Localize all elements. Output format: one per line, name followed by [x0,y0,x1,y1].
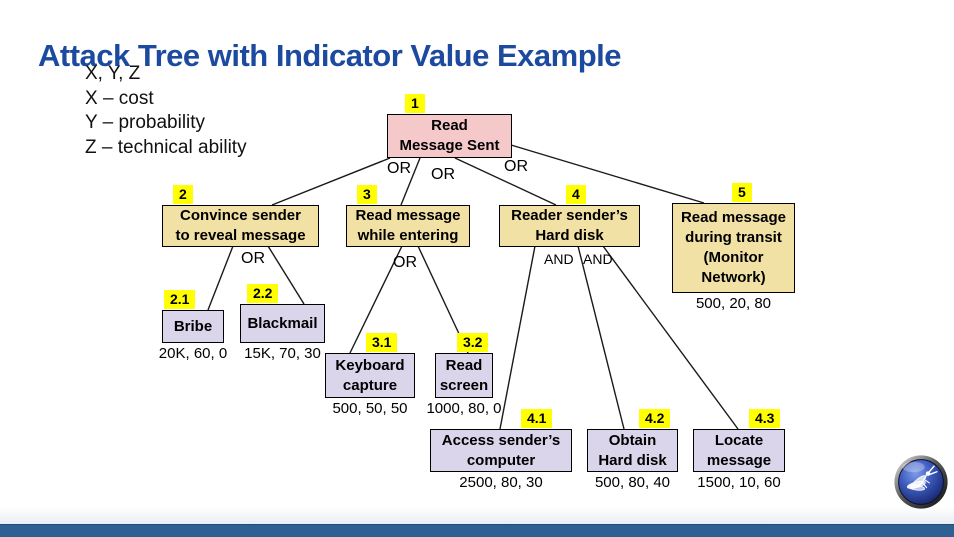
edge-1-4 [454,157,557,206]
node-4-2-label: Obtain Hard disk [598,431,667,469]
node-5-values: 500, 20, 80 [695,295,772,312]
node-1-tag: 1 [405,94,425,113]
node-4-2-values: 500, 80, 40 [594,474,671,491]
node-4-1-tag: 4.1 [521,409,553,428]
node-3-2-values: 1000, 80, 0 [426,400,502,417]
edge-4-43 [602,245,739,430]
footer-bar [0,524,954,537]
node-2-1-values: 20K, 60, 0 [158,345,228,362]
node-3-label: Read message while entering [355,207,461,244]
node-3-2-label: Read screen [439,356,489,394]
node-2: 2 Convince sender to reveal message [162,185,319,247]
node-4-2-tag: 4.2 [639,409,671,428]
node-1: 1 Read Message Sent [387,94,512,158]
node-3-2: 3.2 Read screen 1000, 80, 0 [426,333,502,417]
edge-1-3 [400,157,421,206]
node-3-2-tag: 3.2 [457,333,489,352]
node-2-label: Convince sender to reveal message [175,207,306,244]
node-4: 4 Reader sender’s Hard disk [499,185,640,247]
edge-1-5 [510,144,705,204]
edge-label-or-node3: OR [393,254,417,271]
edge-2-21 [207,245,234,311]
legend: X, Y, Z X – cost Y – probability Z – tec… [85,62,247,160]
node-4-3-tag: 4.3 [749,409,781,428]
node-2-2-values: 15K, 70, 30 [244,345,321,362]
edge-4-41 [499,245,536,430]
edge-label-or-2: OR [431,166,455,183]
node-4-1: 4.1 Access sender’s computer 2500, 80, 3… [430,409,572,491]
edge-label-or-1: OR [387,160,411,177]
edge-label-or-node2: OR [241,250,265,267]
node-3-1-values: 500, 50, 50 [332,400,408,417]
node-4-1-label: Access sender’s computer [441,431,561,469]
legend-line-probability: Y – probability [85,112,206,133]
node-5: 5 Read message during transit (Monitor N… [672,183,795,312]
node-5-tag: 5 [732,183,752,202]
node-3-1-tag: 3.1 [366,333,398,352]
legend-line-cost: X – cost [85,87,154,109]
node-2-1: 2.1 Bribe 20K, 60, 0 [159,290,227,362]
node-4-tag: 4 [566,185,586,204]
edge-3-31 [349,245,403,354]
node-4-3-values: 1500, 10, 60 [697,474,781,491]
node-3: 3 Read message while entering [346,185,470,247]
node-4-3: 4.3 Locate message 1500, 10, 60 [693,409,785,491]
node-2-2-tag: 2.2 [247,284,279,303]
node-4-2: 4.2 Obtain Hard disk 500, 80, 40 [587,409,678,491]
edge-2-22 [267,245,305,305]
legend-line-xyz: X, Y, Z [85,63,141,84]
legend-line-technical-ability: Z – technical ability [85,136,247,158]
edge-label-or-3: OR [504,158,528,175]
edge-4-42 [577,245,625,430]
owasp-wasp-logo-svg [894,455,948,509]
node-5-label: Read message during transit (Monitor Net… [680,209,787,286]
node-2-2-label: Blackmail [247,314,318,332]
node-3-1-label: Keyboard capture [335,356,405,394]
node-4-label: Reader sender’s Hard disk [511,207,628,244]
node-2-1-label: Bribe [173,317,213,335]
edge-1-2 [271,157,391,206]
node-4-1-values: 2500, 80, 30 [459,474,543,491]
owasp-wasp-logo-icon [893,454,949,510]
node-4-3-label: Locate message [706,431,772,469]
node-2-1-tag: 2.1 [164,290,196,309]
node-2-2: 2.2 Blackmail 15K, 70, 30 [240,284,325,362]
node-3-1: 3.1 Keyboard capture 500, 50, 50 [325,333,415,417]
edge-label-and-2: AND [583,251,613,267]
footer-fade [0,506,954,524]
node-1-label: Read Message Sent [399,117,500,154]
node-2-tag: 2 [173,185,193,204]
page-title: Attack Tree with Indicator Value Example [38,37,622,73]
node-3-tag: 3 [357,185,377,204]
edge-label-and-1: AND [544,251,574,267]
